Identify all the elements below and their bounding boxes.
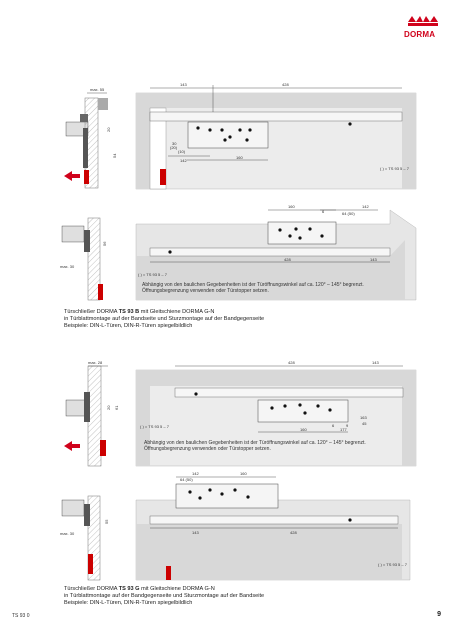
svg-text:max. 30: max. 30 [60, 264, 75, 269]
svg-text:max. 28: max. 28 [88, 360, 103, 365]
closer-body-4 [175, 483, 279, 509]
svg-text:61: 61 [114, 405, 119, 410]
svg-text:160: 160 [240, 471, 247, 476]
drawing-block-4: max. 30 55 142 160 64 (50) 143 428 ( ) =… [60, 471, 411, 581]
svg-text:143: 143 [180, 82, 187, 87]
svg-text:6: 6 [332, 423, 335, 428]
svg-text:30: 30 [172, 141, 177, 146]
svg-text:( ) = TS 93 5 – 7: ( ) = TS 93 5 – 7 [378, 562, 408, 567]
svg-text:( ) = TS 93 5 – 7: ( ) = TS 93 5 – 7 [140, 424, 170, 429]
drawing-block-3: max. 28 20 61 428 143 160 177 6 9 163 45… [64, 360, 417, 467]
svg-text:54: 54 [112, 153, 117, 158]
slide-rail [149, 111, 403, 122]
svg-text:55: 55 [104, 519, 109, 524]
svg-text:143: 143 [192, 530, 199, 535]
svg-text:160: 160 [288, 204, 295, 209]
drawing-block-2: max. 30 56 160 142 6 64 (50) 428 143 ( )… [60, 204, 417, 301]
closer-body [187, 121, 269, 149]
opening-angle-note-2: Abhängig von den baulichen Gegebenheiten… [144, 440, 366, 452]
footer-doc-id: TS 93 0 [12, 613, 30, 619]
drawing-block-1: max. 55 20 54 143 428 160 142 (10) (20) … [64, 82, 417, 190]
dorma-logo-text: DORMA [404, 30, 436, 39]
svg-text:428: 428 [288, 360, 295, 365]
door-red-marker [84, 170, 89, 184]
wall-area [135, 92, 417, 190]
svg-text:64 (50): 64 (50) [342, 211, 355, 216]
slide-rail-2 [149, 247, 391, 257]
svg-text:142: 142 [362, 204, 369, 209]
svg-text:428: 428 [282, 82, 289, 87]
svg-text:( ) = TS 93 5 – 7: ( ) = TS 93 5 – 7 [138, 272, 168, 277]
opening-angle-note-1: Abhängig von den baulichen Gegebenheiten… [142, 282, 364, 294]
svg-text:9: 9 [346, 423, 349, 428]
svg-text:56: 56 [102, 241, 107, 246]
closer-body-3 [257, 399, 349, 423]
svg-text:428: 428 [284, 257, 291, 262]
svg-text:64 (50): 64 (50) [180, 477, 193, 482]
svg-text:160: 160 [236, 155, 243, 160]
svg-text:142: 142 [192, 471, 199, 476]
svg-text:6: 6 [322, 209, 325, 214]
svg-text:(20): (20) [170, 145, 178, 150]
svg-text:20: 20 [106, 127, 111, 132]
dorma-logo-icon [408, 16, 438, 26]
svg-text:20: 20 [106, 405, 111, 410]
svg-text:( ) = TS 93 5 – 7: ( ) = TS 93 5 – 7 [380, 166, 410, 171]
svg-text:143: 143 [372, 360, 379, 365]
direction-arrow-icon [64, 441, 80, 451]
svg-text:160: 160 [300, 427, 307, 432]
slide-rail-4 [149, 515, 399, 525]
svg-text:max. 30: max. 30 [60, 531, 75, 536]
caption-ts93g: Türschließer DORMA TS 93 G mit Gleitschi… [64, 586, 265, 606]
svg-text:428: 428 [290, 530, 297, 535]
caption-ts93b: Türschließer DORMA TS 93 B mit Gleitschi… [64, 309, 265, 329]
svg-text:142: 142 [180, 158, 187, 163]
frame-head [98, 98, 108, 110]
page-number: 9 [437, 611, 441, 618]
svg-text:163: 163 [360, 415, 367, 420]
direction-arrow-icon [64, 171, 80, 181]
slide-rail-3 [174, 387, 404, 398]
svg-text:143: 143 [370, 257, 377, 262]
svg-text:45: 45 [362, 421, 367, 426]
closer-body-2 [267, 221, 337, 245]
bracket [80, 114, 88, 122]
svg-text:max. 55: max. 55 [90, 87, 105, 92]
mount-plate [83, 128, 88, 168]
svg-text:(10): (10) [178, 149, 186, 154]
svg-text:177: 177 [340, 427, 347, 432]
